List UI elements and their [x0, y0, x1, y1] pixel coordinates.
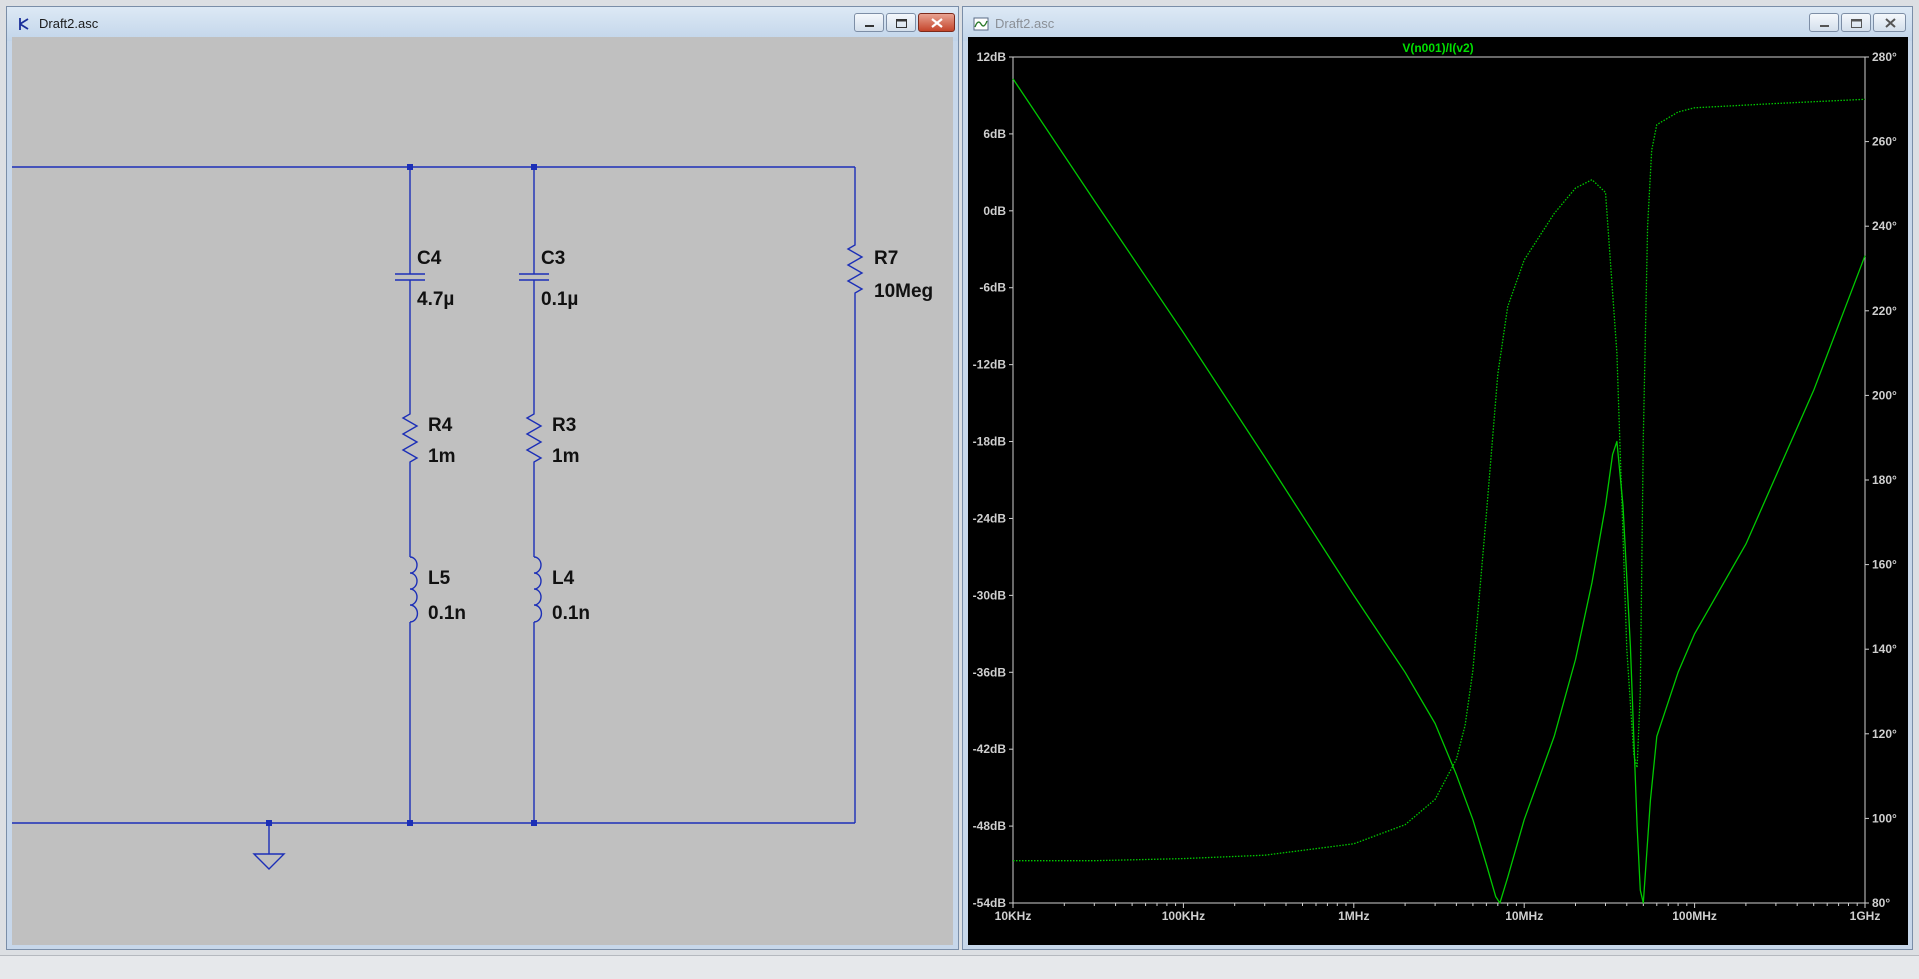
y2-tick-label: 260°: [1872, 135, 1897, 149]
plot-window[interactable]: Draft2.asc V(n001)/I(v2) 12dB 6dB 0dB -6dB -…: [962, 6, 1913, 950]
component-value[interactable]: 10Meg: [874, 281, 933, 302]
y2-tick-label: 120°: [1872, 727, 1897, 741]
phase-trace[interactable]: [1013, 98, 1866, 862]
waveform-app-icon: [973, 17, 989, 31]
x-tick-label: 10MHz: [1505, 909, 1543, 923]
y-tick-label: 0dB: [983, 204, 1006, 218]
maximize-button[interactable]: [886, 13, 916, 32]
y2-tick-label: 140°: [1872, 642, 1897, 656]
maximize-button[interactable]: [1841, 13, 1871, 32]
minimize-icon: [1820, 25, 1829, 27]
maximize-icon: [896, 19, 907, 28]
y2-tick-label: 180°: [1872, 473, 1897, 487]
junction: [266, 820, 272, 826]
junction: [407, 164, 413, 170]
x-tick-label: 10KHz: [995, 909, 1032, 923]
component-ref[interactable]: C3: [541, 248, 565, 269]
junction: [531, 164, 537, 170]
resistor-r7: [846, 167, 864, 823]
y2-tick-label: 280°: [1872, 50, 1897, 64]
component-ref[interactable]: R7: [874, 248, 898, 269]
maximize-icon: [1851, 19, 1862, 28]
y2-tick-label: 80°: [1872, 896, 1890, 910]
component-value[interactable]: 0.1n: [552, 603, 590, 624]
schematic-window-title: Draft2.asc: [39, 16, 99, 31]
component-value[interactable]: 1m: [552, 446, 579, 467]
x-tick-label: 100KHz: [1162, 909, 1205, 923]
schematic-canvas[interactable]: C4 4.7µ C3 0.1µ R7 10Meg R4 1m R3 1m L5 …: [12, 37, 953, 945]
y2-tick-label: 220°: [1872, 304, 1897, 318]
component-value[interactable]: 0.1n: [428, 603, 466, 624]
component-value[interactable]: 1m: [428, 446, 455, 467]
component-value[interactable]: 0.1µ: [541, 289, 578, 310]
y-tick-label: -42dB: [973, 742, 1007, 756]
y-tick-label: -48dB: [973, 819, 1007, 833]
close-button[interactable]: [918, 13, 955, 32]
y-tick-label: -6dB: [979, 281, 1006, 295]
junction: [407, 820, 413, 826]
y-tick-label: -18dB: [973, 435, 1007, 449]
inductor-l4: [533, 556, 543, 623]
y-tick-label: -12dB: [973, 358, 1007, 372]
y-tick-label: 12dB: [977, 50, 1007, 64]
component-value[interactable]: 4.7µ: [417, 289, 454, 310]
schematic-window[interactable]: Draft2.asc: [6, 6, 959, 950]
component-ref[interactable]: L5: [428, 568, 451, 589]
plot-canvas[interactable]: V(n001)/I(v2) 12dB 6dB 0dB -6dB -12dB -18dB -2…: [968, 37, 1908, 945]
status-bar: [0, 955, 1919, 979]
x-tick-label: 100MHz: [1672, 909, 1717, 923]
y-tick-label: -30dB: [973, 588, 1007, 602]
schematic-app-icon: [19, 18, 29, 30]
close-icon: [1885, 18, 1896, 28]
inductor-l5: [409, 556, 419, 623]
y2-tick-label: 240°: [1872, 219, 1897, 233]
magnitude-trace[interactable]: [1012, 78, 1866, 904]
plot-window-title: Draft2.asc: [995, 16, 1055, 31]
component-ref[interactable]: R4: [428, 415, 453, 436]
plot-title-bar[interactable]: Draft2.asc: [963, 7, 1912, 41]
branch-c3-r3-l4: [519, 167, 549, 823]
y2-tick-label: 200°: [1872, 388, 1897, 402]
x-tick-label: 1GHz: [1850, 909, 1881, 923]
minimize-icon: [865, 25, 874, 27]
ground-symbol: [252, 823, 286, 870]
y2-tick-label: 100°: [1872, 811, 1897, 825]
schematic-title-bar[interactable]: Draft2.asc: [7, 7, 958, 41]
component-ref[interactable]: R3: [552, 415, 576, 436]
y-tick-label: -54dB: [973, 896, 1007, 910]
y2-tick-label: 160°: [1872, 558, 1897, 572]
minimize-button[interactable]: [854, 13, 884, 32]
y-tick-label: -36dB: [973, 665, 1007, 679]
y-tick-label: -24dB: [973, 511, 1007, 525]
close-icon: [931, 18, 943, 28]
component-ref[interactable]: C4: [417, 248, 442, 269]
trace-label[interactable]: V(n001)/I(v2): [1402, 41, 1473, 55]
branch-c4-r4-l5: [395, 167, 425, 823]
x-tick-label: 1MHz: [1338, 909, 1369, 923]
minimize-button[interactable]: [1809, 13, 1839, 32]
close-button[interactable]: [1873, 13, 1906, 32]
y-tick-label: 6dB: [983, 127, 1006, 141]
junction: [531, 820, 537, 826]
component-ref[interactable]: L4: [552, 568, 575, 589]
